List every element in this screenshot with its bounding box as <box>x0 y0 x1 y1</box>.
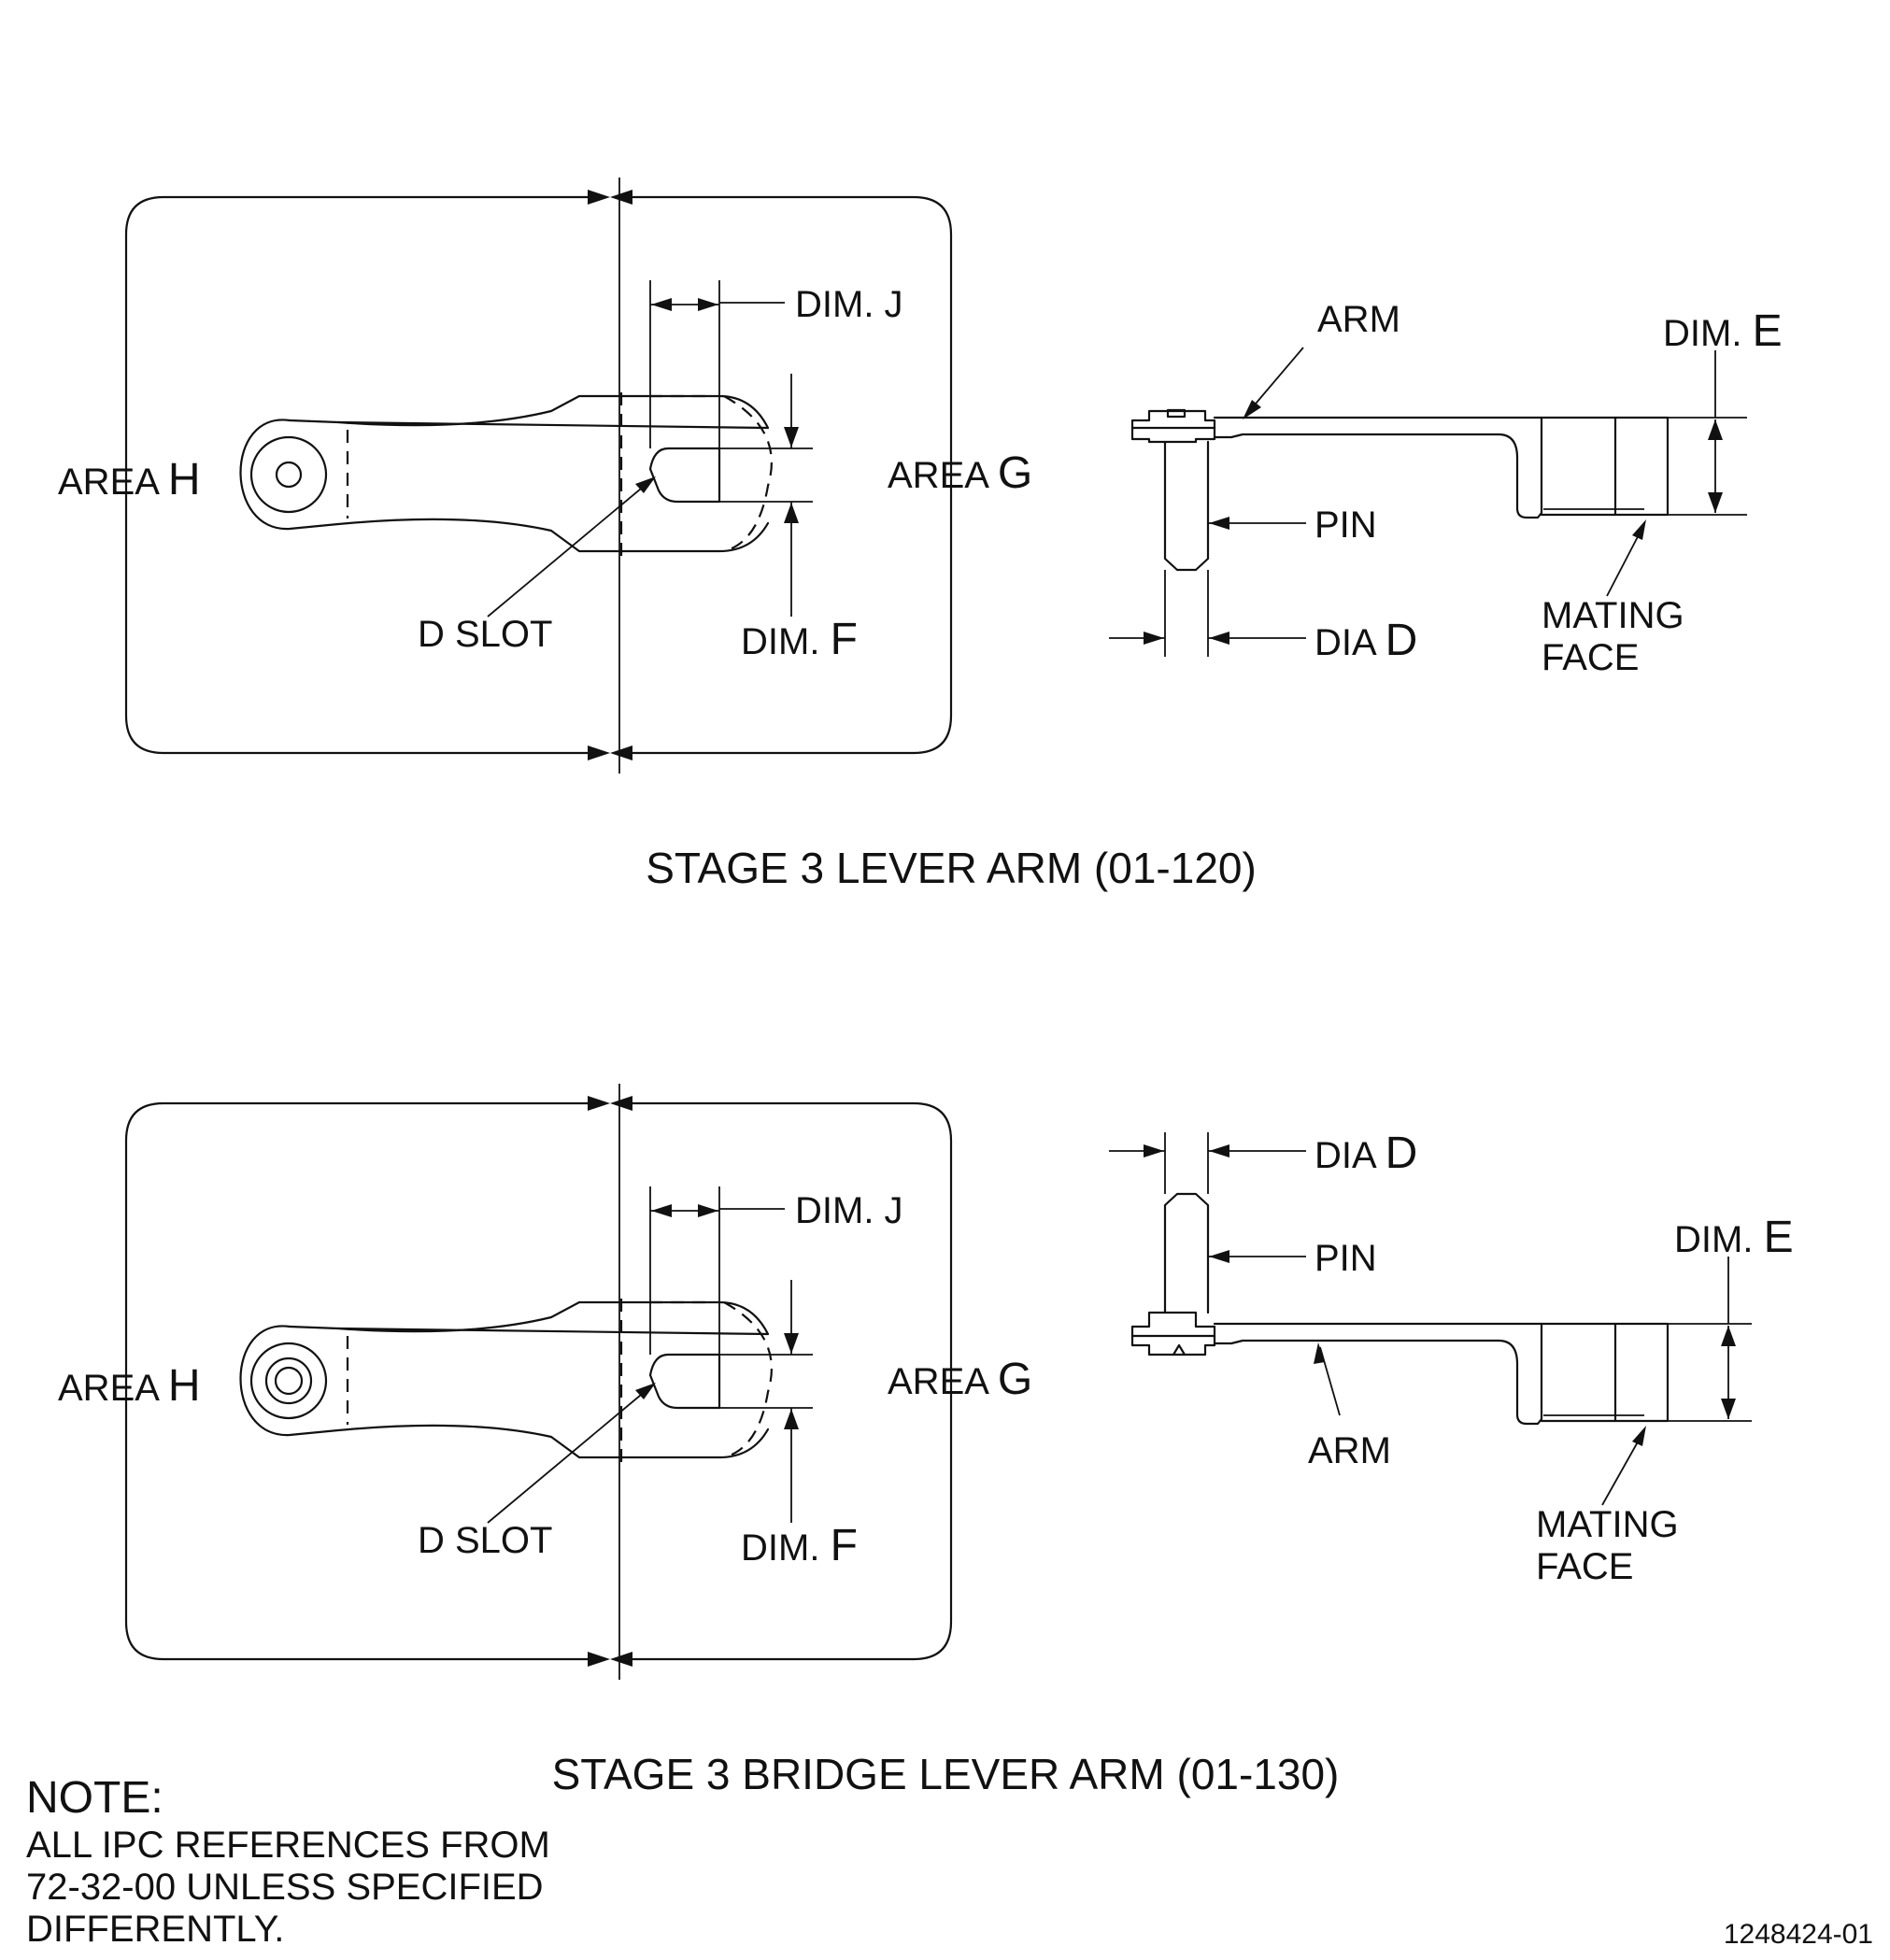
top-area-h-boundary <box>124 195 592 755</box>
figure-id: 1248424-01 <box>1724 1919 1873 1950</box>
top-face-label: FACE <box>1542 637 1639 678</box>
top-arm-label: ARM <box>1317 299 1400 340</box>
bottom-side-view: ARM DIM. E PIN DIA D MATING FACE <box>1109 1129 1794 1587</box>
top-d-slot <box>648 447 721 504</box>
bottom-face-label: FACE <box>1536 1546 1633 1587</box>
note-block: NOTE: ALL IPC REFERENCES FROM 72-32-00 U… <box>26 1773 550 1950</box>
top-dim-f-label: DIM. F <box>741 615 858 664</box>
bottom-pin-head <box>1130 1311 1216 1356</box>
bottom-dia-d-label: DIA D <box>1314 1129 1417 1178</box>
top-front-view: AREA H AREA G DIM. J D SLOT DIM. F <box>58 178 1032 774</box>
bottom-area-h-label: AREA H <box>58 1361 201 1411</box>
bottom-dim-j-label: DIM. J <box>795 1190 903 1231</box>
top-dia-d-label: DIA D <box>1314 616 1417 665</box>
top-pin-head <box>1130 409 1216 444</box>
top-pin-label: PIN <box>1314 504 1377 546</box>
note-line-1: ALL IPC REFERENCES FROM <box>26 1825 550 1866</box>
note-line-3: DIFFERENTLY. <box>26 1909 284 1950</box>
note-line-2: 72-32-00 UNLESS SPECIFIED <box>26 1867 544 1908</box>
top-figure-title: STAGE 3 LEVER ARM (01-120) <box>646 844 1257 892</box>
top-lever-arm-outline <box>239 394 770 553</box>
bottom-arm-label: ARM <box>1308 1430 1391 1471</box>
top-dim-e-label: DIM. E <box>1663 306 1783 356</box>
top-area-h-label: AREA H <box>58 455 201 504</box>
top-d-slot-label: D SLOT <box>418 614 552 655</box>
bottom-front-view: AREA H AREA G DIM. J D SLOT DIM. F <box>58 1084 1032 1680</box>
bottom-figure-title: STAGE 3 BRIDGE LEVER ARM (01-130) <box>552 1750 1340 1798</box>
bottom-dim-e-label: DIM. E <box>1674 1213 1794 1262</box>
bottom-d-slot-label: D SLOT <box>418 1520 552 1561</box>
top-arm-plate <box>1213 416 1543 519</box>
bottom-pin-shaft <box>1163 1192 1210 1314</box>
note-heading: NOTE: <box>26 1773 163 1823</box>
bottom-pin-label: PIN <box>1314 1238 1377 1279</box>
top-side-view: ARM DIM. E PIN DIA D MATING FACE <box>1109 299 1783 678</box>
bottom-dim-f-label: DIM. F <box>741 1521 858 1570</box>
bottom-area-g-label: AREA G <box>888 1355 1032 1404</box>
top-mating-block <box>1540 416 1670 517</box>
top-area-g-label: AREA G <box>888 448 1032 498</box>
bottom-mating-label: MATING <box>1536 1504 1679 1545</box>
top-dim-j-label: DIM. J <box>795 284 903 325</box>
top-mating-label: MATING <box>1542 595 1684 636</box>
bottom-arm-plate <box>1213 1322 1543 1426</box>
top-boss-outer <box>249 435 328 514</box>
bottom-mating-block <box>1540 1322 1670 1423</box>
top-area-g-boundary <box>628 195 953 755</box>
top-pin-shaft <box>1163 440 1210 572</box>
bottom-lever-arm-outline <box>239 1300 770 1459</box>
top-boss-hole <box>275 461 303 489</box>
